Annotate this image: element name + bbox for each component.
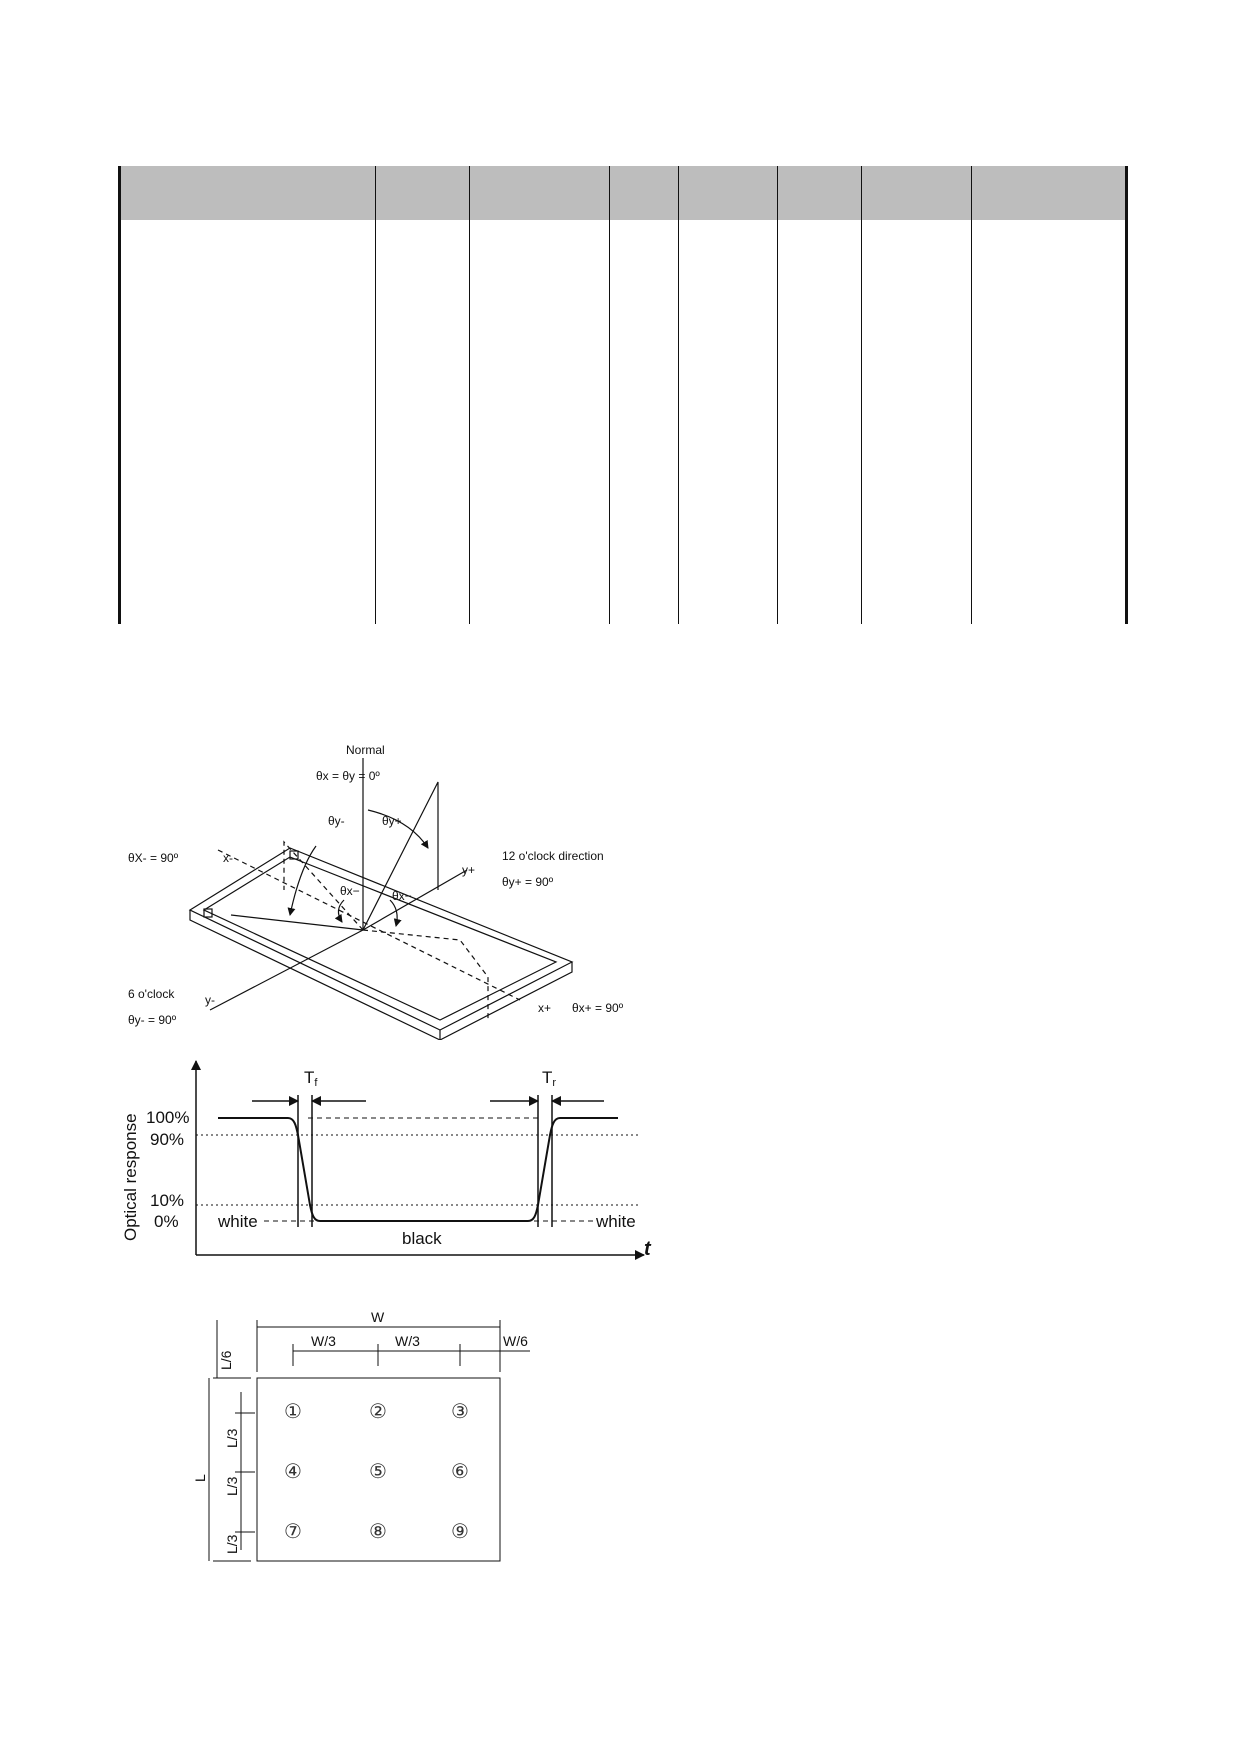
theta-y-plus-label: θy+ (382, 814, 402, 828)
theta-x-inner-label-2: θx− (392, 889, 412, 903)
twelve-oclock-label: 12 o'clock direction (502, 849, 604, 863)
w3-label-2: W/3 (395, 1333, 420, 1349)
table-column-divider (861, 166, 862, 624)
tr-label: Tr (542, 1068, 556, 1089)
table-column-divider (971, 166, 972, 624)
x-axis (217, 849, 521, 1001)
spec-table-header (118, 166, 1128, 220)
tf-label: Tf (304, 1068, 318, 1089)
y-minus-label: y- (205, 993, 215, 1007)
theta-x-plus-equation: θx+ = 90º (572, 1001, 624, 1015)
panel-side (189, 910, 573, 1040)
white-right-label: white (595, 1212, 636, 1231)
measure-point-9: ⑨ (451, 1521, 469, 1543)
w6-label: W/6 (503, 1333, 528, 1349)
l3-label-1: L/3 (224, 1428, 240, 1448)
response-time-diagram: Optical response 100% 90% 10% 0% Tf Tr w… (121, 1060, 652, 1260)
pct-0-label: 0% (154, 1212, 179, 1231)
theta-y-minus-label: θy- (328, 814, 345, 828)
measure-point-2: ② (369, 1401, 387, 1423)
black-label: black (402, 1229, 442, 1248)
pct-10-label: 10% (150, 1191, 184, 1210)
theta-y-plus-equation: θy+ = 90º (502, 875, 554, 889)
theta-x-inner-label-1: θx− (340, 884, 360, 898)
table-column-divider (469, 166, 470, 624)
y-axis (362, 869, 468, 931)
y-plus-label: y+ (462, 863, 475, 877)
l-label: L (192, 1474, 208, 1482)
white-left-label: white (217, 1212, 258, 1231)
panel-outline (256, 1377, 501, 1562)
x-minus-label: x- (223, 851, 233, 865)
t-axis-label: t (644, 1238, 652, 1260)
table-border-left (118, 166, 121, 624)
viewing-angle-diagram: Normal θx = θy = 0º θy- θy+ θX- = 90º x-… (128, 743, 624, 1040)
measure-point-3: ③ (451, 1401, 469, 1423)
panel-inner (202, 856, 558, 1021)
l6-label: L/6 (218, 1350, 234, 1370)
measure-point-6: ⑥ (451, 1461, 469, 1483)
l3-label-2: L/3 (224, 1476, 240, 1496)
theta-x-minus-equation: θX- = 90º (128, 851, 179, 865)
theta-y-minus-equation: θy- = 90º (128, 1013, 177, 1027)
table-column-divider (777, 166, 778, 624)
y-axis-label: Optical response (121, 1113, 140, 1241)
spec-table (118, 166, 1128, 624)
table-column-divider (678, 166, 679, 624)
pct-100-label: 100% (146, 1108, 189, 1127)
table-column-divider (609, 166, 610, 624)
w-label: W (371, 1310, 385, 1325)
x-plus-label: x+ (538, 1001, 551, 1015)
measure-point-8: ⑧ (369, 1521, 387, 1543)
measure-point-5: ⑤ (369, 1461, 387, 1483)
normal-equation: θx = θy = 0º (316, 769, 380, 783)
normal-label: Normal (346, 743, 385, 757)
pct-90-label: 90% (150, 1130, 184, 1149)
table-border-right (1125, 166, 1128, 624)
six-oclock-label: 6 o'clock (128, 987, 175, 1001)
l3-label-3: L/3 (224, 1534, 240, 1554)
optical-waveform (218, 1117, 618, 1222)
w3-label-1: W/3 (311, 1333, 336, 1349)
table-column-divider (375, 166, 376, 624)
measurement-points-diagram: W W/3 W/3 W/6 L/6 L L/3 L/3 L/3 ① ② ③ ④ … (192, 1310, 530, 1562)
measure-point-1: ① (284, 1401, 302, 1423)
measure-point-7: ⑦ (284, 1521, 302, 1543)
measure-point-4: ④ (284, 1461, 302, 1483)
